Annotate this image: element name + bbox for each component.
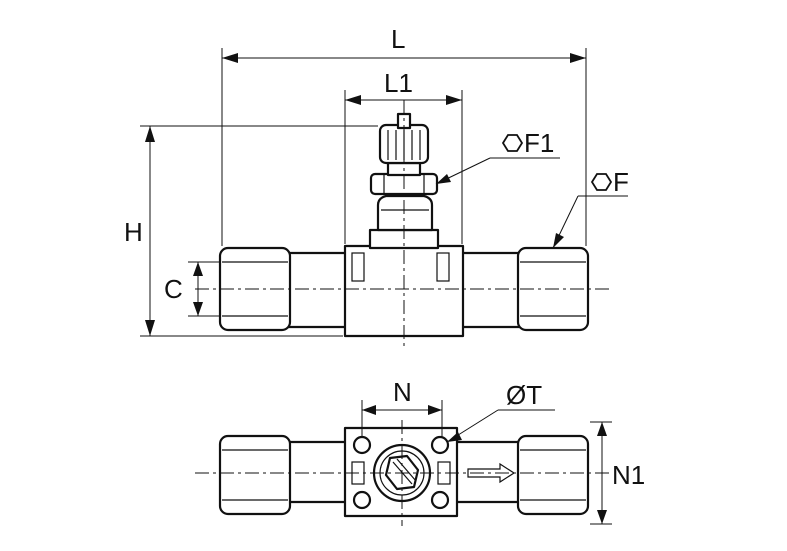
leader-F: F <box>552 167 629 249</box>
flow-direction-arrow-icon <box>467 462 516 484</box>
leader-F1: F1 <box>435 128 560 185</box>
label-L1: L1 <box>384 68 413 98</box>
dimension-N1: N1 <box>590 421 645 525</box>
dimension-L1: L1 <box>344 68 463 244</box>
plan-view <box>195 420 610 526</box>
side-view <box>195 100 610 350</box>
label-T: ØT <box>506 380 542 410</box>
dimension-N: N <box>361 377 443 437</box>
label-F1: F1 <box>524 128 554 158</box>
plan-right-tube <box>454 440 522 504</box>
right-tube <box>458 251 522 329</box>
plan-left-tube <box>286 440 350 504</box>
stem-base <box>368 194 440 250</box>
plan-left-nut <box>218 434 292 516</box>
leader-T: ØT <box>446 380 555 443</box>
hexagon-icon <box>501 134 524 152</box>
label-C: C <box>164 274 183 304</box>
left-tube <box>286 251 350 329</box>
hexagon-icon <box>590 173 613 191</box>
mounting-hole <box>352 435 372 455</box>
dimension-C: C <box>164 261 220 317</box>
dimension-H: H <box>124 125 378 337</box>
mounting-hole <box>430 490 450 510</box>
plan-right-nut <box>516 434 590 516</box>
mounting-hole <box>430 435 450 455</box>
label-H: H <box>124 217 143 247</box>
label-L: L <box>391 24 405 54</box>
dimension-L: L <box>221 24 587 246</box>
label-N: N <box>393 377 412 407</box>
mounting-hole <box>352 490 372 510</box>
label-N1: N1 <box>612 460 645 490</box>
label-F: F <box>613 167 629 197</box>
